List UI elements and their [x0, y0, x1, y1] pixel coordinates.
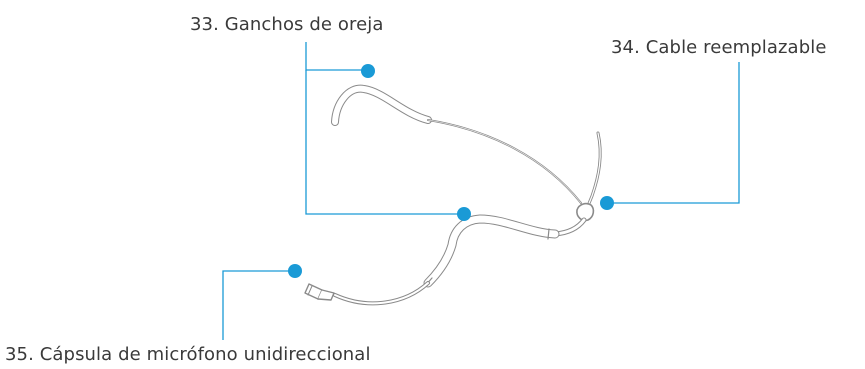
marker-dot-cable: [600, 196, 614, 210]
marker-dot-ear-hook-lower: [457, 207, 471, 221]
callout-label-capsule: 35. Cápsula de micrófono unidireccional: [5, 344, 371, 365]
callout-leaders: [222, 42, 740, 340]
leader-line-cable: [607, 62, 740, 204]
microphone-capsule: [304, 283, 335, 301]
upper-wire: [427, 119, 582, 204]
leader-line-ear-hooks-lower: [305, 70, 464, 215]
callout-markers: [288, 64, 614, 278]
junction: [576, 202, 595, 222]
callout-label-ear-hooks: 33. Ganchos de oreja: [190, 14, 384, 35]
leader-line-capsule: [222, 270, 295, 340]
leader-line-ear-hooks: [305, 42, 368, 71]
callout-label-cable: 34. Cable reemplazable: [611, 37, 827, 58]
headset-drawing: [304, 84, 602, 306]
marker-dot-capsule: [288, 264, 302, 278]
marker-dot-ear-hook-upper: [361, 64, 375, 78]
